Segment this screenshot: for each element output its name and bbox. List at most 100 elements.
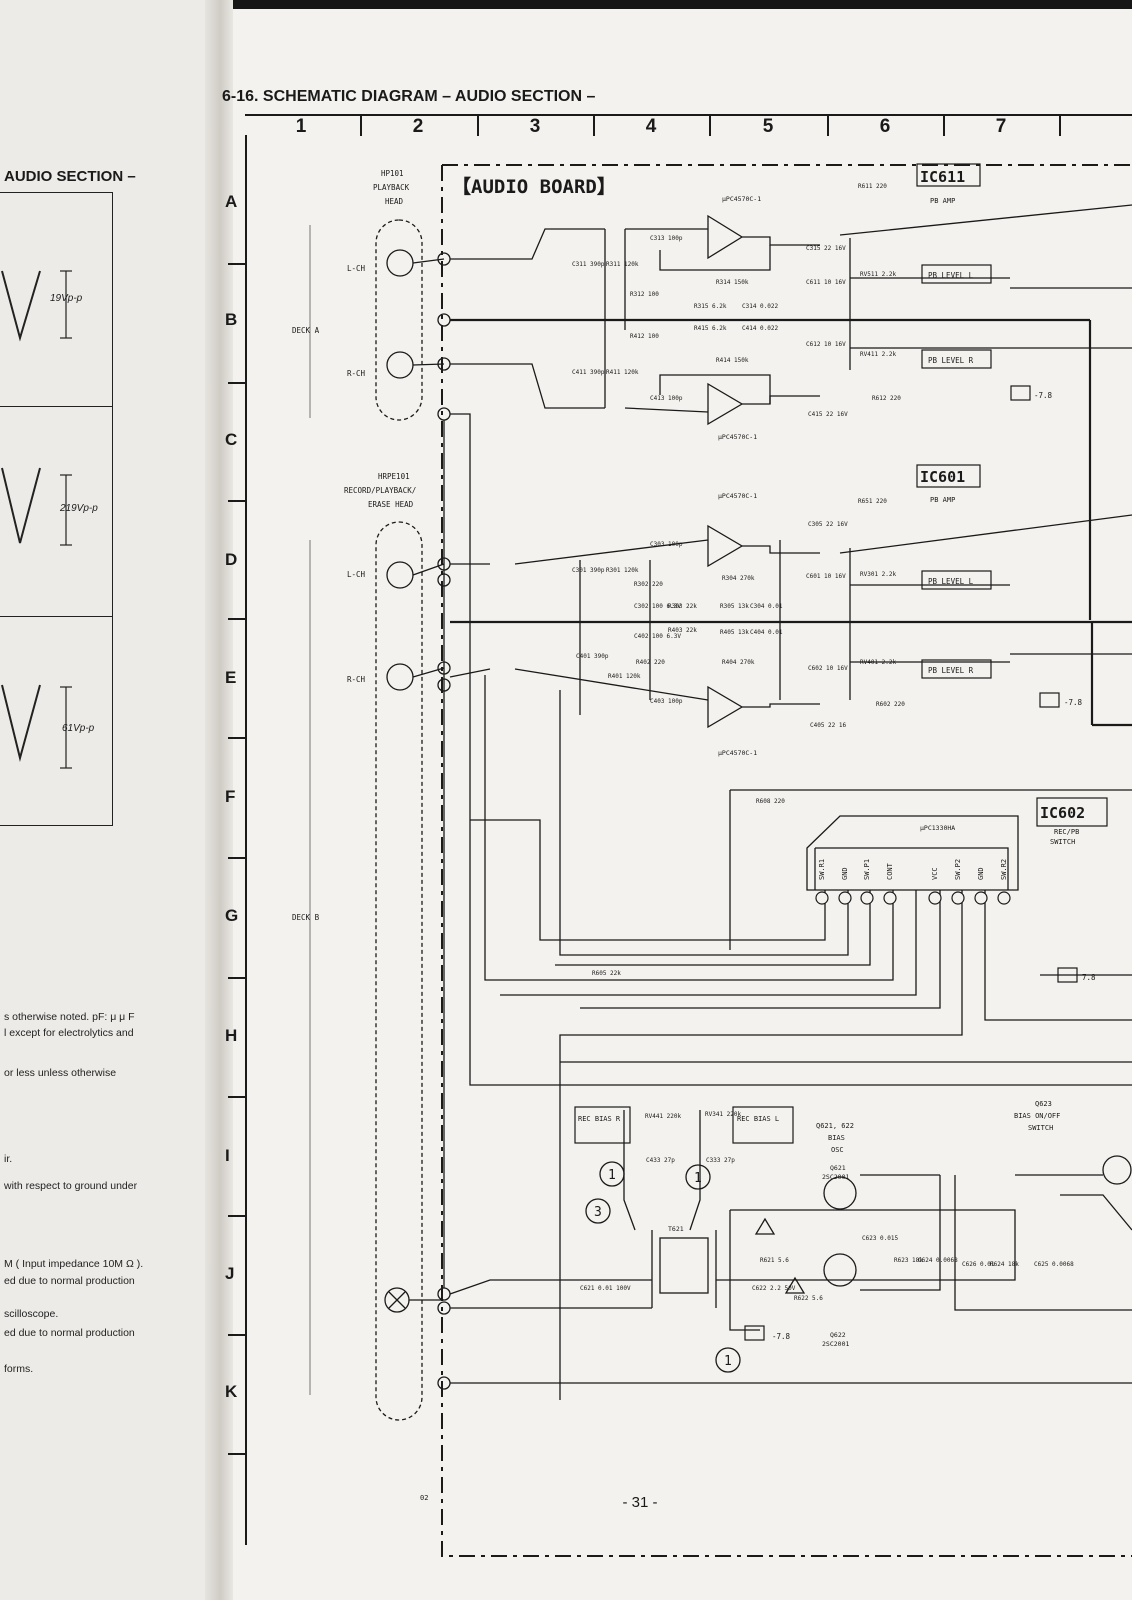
l-ch-label: L-CH	[347, 264, 366, 273]
waveform-divider	[0, 406, 113, 407]
audio-board-border	[441, 164, 1132, 1557]
q622-label: Q622	[830, 1331, 846, 1339]
component-label: C415 22 16V	[808, 411, 848, 418]
ic602-part: μPC1330HA	[920, 824, 955, 832]
ic601-function: PB AMP	[930, 496, 955, 504]
waveform-3-label: 61Vp-p	[62, 723, 95, 734]
component-label: RV511 2.2k	[860, 271, 897, 278]
q622-part: 2SC2001	[822, 1340, 849, 1348]
pb-level-l-box: PB LEVEL L	[928, 271, 974, 280]
note-line: s otherwise noted. pF: μ μ F	[4, 1011, 135, 1023]
component-label: R401 120k	[608, 673, 641, 680]
component-label: R315 6.2k	[694, 303, 727, 310]
component-label: R303 22k	[668, 603, 697, 610]
component-label: C413 100p	[650, 395, 683, 402]
ic611-label: IC611	[920, 168, 965, 186]
column-label-4: 4	[645, 116, 657, 137]
ic602-pin-label: GND	[841, 867, 849, 880]
component-label: R305 13k	[720, 603, 749, 610]
row-ruler	[245, 135, 247, 1545]
ic602-pin-label: CONT	[886, 862, 894, 880]
component-label: C333 27p	[706, 1157, 735, 1164]
component-label: RV401 2.2k	[860, 659, 897, 666]
component-label: R301 120k	[606, 567, 639, 574]
component-label: R411 120k	[606, 369, 639, 376]
waveform-1-label: 19Vp-p	[50, 293, 83, 304]
component-label: R622 5.6	[794, 1295, 823, 1302]
component-label: C411 390p	[572, 369, 605, 376]
component-label: R602 220	[876, 701, 905, 708]
note-line: forms.	[4, 1363, 34, 1375]
column-label-3: 3	[529, 116, 541, 137]
top-border	[0, 0, 1132, 9]
bias-osc-label-2: BIAS	[828, 1134, 845, 1142]
hp101-label-1: HP101	[381, 169, 404, 178]
voltage-label: -7.8	[1064, 698, 1083, 707]
ic611-part: μPC4570C-1	[722, 195, 761, 203]
row-label-e: E	[225, 668, 237, 687]
q621-label: Q621	[830, 1164, 846, 1172]
q623-label-3: SWITCH	[1028, 1124, 1053, 1132]
component-label: C623 0.015	[862, 1235, 899, 1242]
component-label: C624 0.0068	[918, 1257, 958, 1264]
ic602-pin-label: SW.R1	[818, 859, 826, 880]
row-label-d: D	[225, 550, 238, 569]
component-label: C304 0.01	[750, 603, 783, 610]
component-label: C625 0.0068	[1034, 1261, 1074, 1268]
note-line: ir.	[4, 1153, 13, 1165]
transformer-label: T621	[668, 1225, 684, 1233]
waveform-shapes	[1, 270, 72, 769]
component-label: C611 10 16V	[806, 279, 846, 286]
corner-code: 02	[420, 1494, 428, 1502]
hrpe101-label-2: RECORD/PLAYBACK/	[344, 486, 416, 495]
component-label: R311 120k	[606, 261, 639, 268]
component-label: R605 22k	[592, 970, 621, 977]
waveform-2-label: 219Vp-p	[60, 503, 98, 514]
note-line: or less unless otherwise	[4, 1067, 117, 1079]
l-ch-label: L-CH	[347, 570, 366, 579]
component-label: R621 5.6	[760, 1257, 789, 1264]
component-label: C433 27p	[646, 1157, 675, 1164]
component-label: R404 270k	[722, 659, 755, 666]
ic602-pin-label: VCC	[931, 867, 939, 880]
row-label-h: H	[225, 1026, 238, 1045]
hp101-label-3: HEAD	[385, 197, 404, 206]
waveform-3	[1, 684, 41, 762]
component-label: R612 220	[872, 395, 901, 402]
component-label: R611 220	[858, 183, 887, 190]
component-label: C621 0.01 100V	[580, 1285, 631, 1292]
row-label-i: I	[225, 1146, 230, 1165]
waveform-1	[1, 270, 41, 342]
voltage-label: -7.8	[1034, 391, 1053, 400]
column-ruler: 1 2 3 4 5 6 7	[245, 114, 1132, 138]
component-label: C404 0.01	[750, 629, 783, 636]
r-ch-label: R-CH	[347, 675, 366, 684]
component-label: R623 18k	[894, 1257, 923, 1264]
r-ch-label: R-CH	[347, 369, 366, 378]
hrpe101-label-3: ERASE HEAD	[368, 500, 414, 509]
row-label-j: J	[225, 1264, 235, 1283]
component-label: RV411 2.2k	[860, 351, 897, 358]
bias-osc-label-3: OSC	[831, 1146, 844, 1154]
note-line: scilloscope.	[4, 1308, 59, 1320]
ic602-pin-label: SW.P2	[954, 859, 962, 880]
component-label: C622 2.2 50V	[752, 1285, 796, 1292]
component-label: C405 22 16	[810, 722, 847, 729]
left-page	[0, 0, 215, 1600]
component-label: C403 100p	[650, 698, 683, 705]
component-label: C311 390p	[572, 261, 605, 268]
callout-1: 1	[694, 1171, 702, 1186]
waveform-divider	[0, 616, 113, 617]
note-line: ed due to normal production	[4, 1327, 135, 1339]
component-label: R624 18k	[990, 1261, 1019, 1268]
pb-level-l-box: PB LEVEL L	[928, 577, 974, 586]
deck-b-label: DECK B	[292, 913, 320, 922]
ic602-pin-label: SW.R2	[1000, 859, 1008, 880]
component-label: R651 220	[858, 498, 887, 505]
row-label-c: C	[225, 430, 238, 449]
ic601-part: μPC4570C-1	[718, 492, 757, 500]
audio-board-title: 【AUDIO BOARD】	[452, 175, 616, 198]
component-label: R403 22k	[668, 627, 697, 634]
column-label-5: 5	[762, 116, 774, 137]
voltage-label: -7.8	[772, 1332, 791, 1341]
